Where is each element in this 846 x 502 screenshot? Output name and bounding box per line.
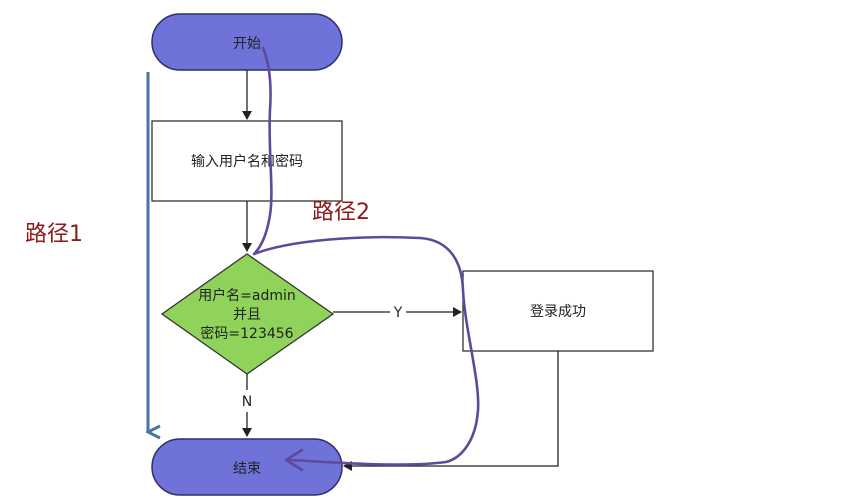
- decision-label-line3: 密码=123456: [200, 325, 293, 342]
- edge-label-no: N: [242, 394, 252, 410]
- path2-annotation: 路径2: [312, 200, 370, 225]
- start-label: 开始: [233, 36, 261, 52]
- end-label: 结束: [233, 461, 261, 477]
- path1-annotation: 路径1: [25, 222, 83, 247]
- decision-label-line2: 并且: [233, 307, 261, 323]
- path2-arrowhead: [284, 448, 304, 472]
- success-label: 登录成功: [530, 304, 586, 320]
- arrow-success-to-end: [343, 351, 559, 471]
- end-terminal: [151, 438, 343, 496]
- input-process-box: [151, 120, 343, 202]
- edge-label-yes: Y: [393, 305, 403, 321]
- path2-line: [252, 46, 480, 466]
- decision-label-line1: 用户名=admin: [198, 287, 296, 304]
- input-label: 输入用户名和密码: [191, 153, 303, 170]
